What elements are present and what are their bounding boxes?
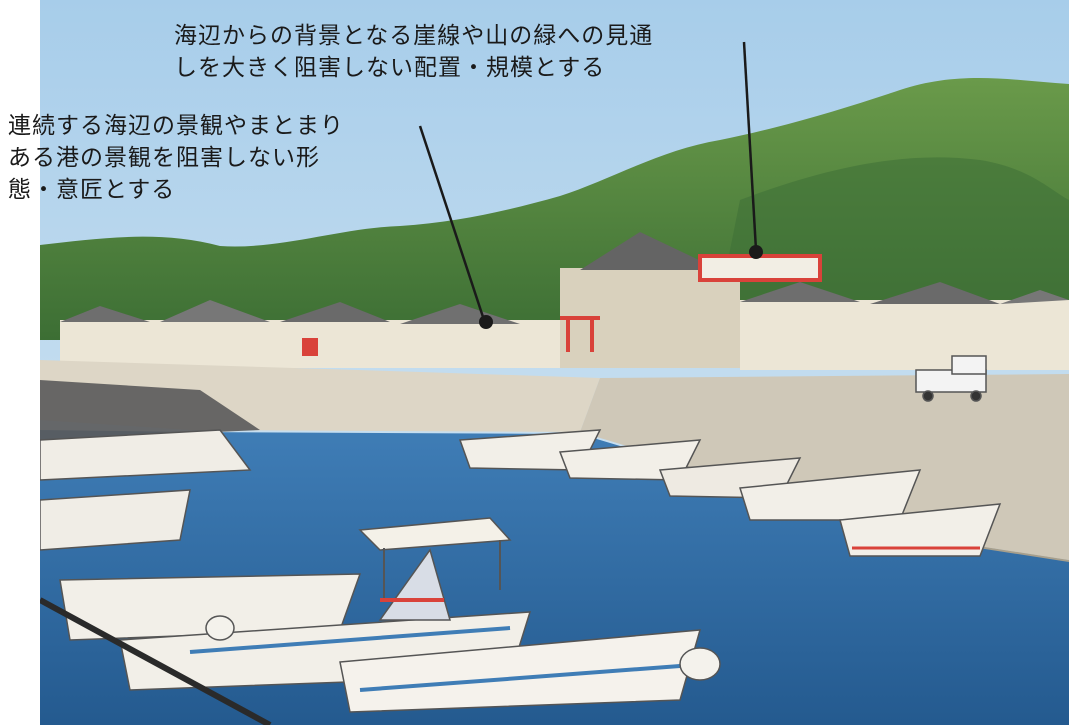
marker-dot-top	[749, 245, 763, 259]
boats-front	[40, 380, 721, 713]
annotation-left: 連続する海辺の景観やまとまり ある港の景観を阻害しない形 態・意匠とする	[8, 113, 344, 203]
mooring-rope	[40, 597, 272, 725]
harbor-illustration	[40, 0, 1069, 725]
leader-lines	[418, 41, 758, 321]
annotation-top: 海辺からの背景となる崖線や山の緑への見通 しを大きく阻害しない配置・規模とする	[174, 23, 654, 81]
town-buildings	[60, 232, 1069, 370]
canopy	[358, 517, 512, 621]
torii-gate	[560, 316, 600, 352]
marker-dot-left	[479, 315, 493, 329]
truck	[915, 355, 987, 402]
boats-right	[458, 429, 1002, 557]
